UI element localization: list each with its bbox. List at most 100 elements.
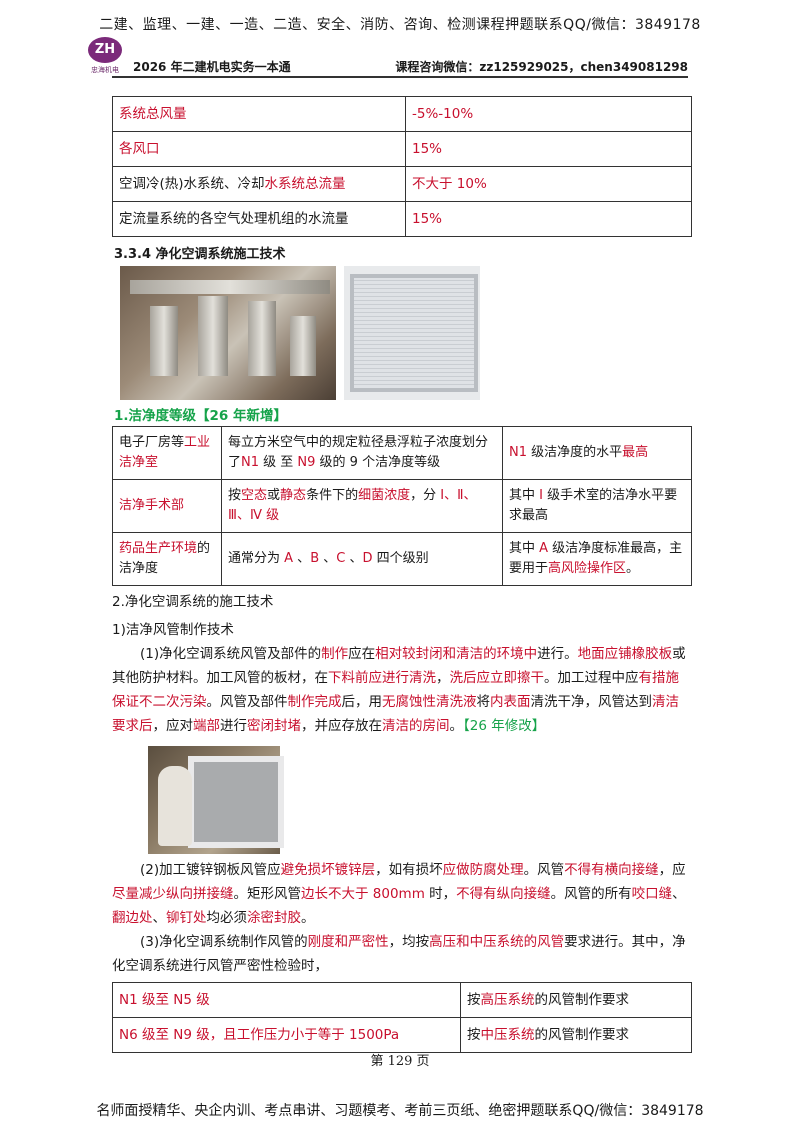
text-run: 系统总风量 [119,106,187,122]
text-run: ，并应存放在 [301,718,382,734]
text-run: 将 [476,694,491,710]
text-run: 。风管的所有 [550,886,632,902]
subsection-title-text: 1.洁净度等级 [114,408,197,424]
text-run: 相对较封闭和清洁的环境中 [375,646,538,662]
text-run: 水系统总流量 [264,176,346,192]
table-row: 定流量系统的各空气处理机组的水流量 15% [112,201,692,237]
text-run: 翻边处 [112,910,153,926]
text-run: C [336,551,346,566]
table-row: N1 级至 N5 级 按高压系统的风管制作要求 [112,982,692,1018]
table-cell: 其中 A 级洁净度标准最高，主要用于高风险操作区。 [502,532,692,586]
text-run: ，均按 [388,934,430,950]
table-cell: 不大于 10% [405,166,692,202]
table-cell: N1 级洁净度的水平最高 [502,426,692,480]
text-run: 。 [626,561,640,576]
text-run: N1 [241,455,260,470]
table-cell: 按中压系统的风管制作要求 [460,1017,692,1053]
text-run: 尽量减少纵向拼接缝 [112,886,234,902]
text-run: 空态 [241,488,268,503]
text-run: 。加工过程中应 [544,670,639,686]
text-run: -5%-10% [412,106,474,122]
text-run: 最高 [622,445,649,460]
text-run: (2)加工镀锌钢板风管应 [140,862,281,878]
text-run: N9 [297,455,316,470]
table-cell: 洁净手术部 [112,479,222,533]
text-run: 、 [319,551,337,566]
header-promo-line: 二建、监理、一建、一造、二造、安全、消防、咨询、检测课程押题联系QQ/微信：38… [99,17,701,33]
text-run: 药品生产环境 [119,541,198,556]
table-cell: 按高压系统的风管制作要求 [460,982,692,1018]
table-cell: 系统总风量 [112,96,406,132]
text-run: 的风管制作要求 [534,1027,630,1043]
table-row: 洁净手术部 按空态或静态条件下的细菌浓度，分 Ⅰ、Ⅱ、Ⅲ、Ⅳ 级 其中 Ⅰ 级手… [112,479,692,533]
text-run: N1 级至 N5 级 [119,992,210,1008]
text-run: 制作 [321,646,349,662]
text-run: 四个级别 [372,551,429,566]
text-run: 时， [424,886,457,902]
text-run: 制作完成 [287,694,342,710]
text-run: 通常分为 [228,551,285,566]
text-run: 内表面 [490,694,531,710]
text-run: 要求进行。其中，净化空调系统进行风管严密性检验时， [112,934,686,974]
text-run: ，应 [658,862,686,878]
text-run: 各风口 [119,141,160,157]
text-run: 电子厂房等 [119,435,185,450]
subsection-title: 1.洁净度等级【26 年新增】 [114,404,692,424]
text-run: 高压和中压系统的风管 [429,934,565,950]
text-run: 级的 9 个洁净度等级 [315,455,441,470]
text-run: ，分 [410,488,441,503]
text-run: 进行。 [537,646,578,662]
table-row: 电子厂房等工业洁净室 每立方米空气中的规定粒径悬浮粒子浓度划分了N1 级 至 N… [112,426,692,480]
text-run: 洁净手术部 [119,498,185,513]
text-run: 条件下的 [306,488,359,503]
text-run: 咬口缝 [631,886,673,902]
text-run: 边长不大于 800mm [301,886,425,902]
table-cell: 按空态或静态条件下的细菌浓度，分 Ⅰ、Ⅱ、Ⅲ、Ⅳ 级 [221,479,503,533]
text-run: 、 [345,551,363,566]
text-run: ， [436,670,450,686]
table-cell: 药品生产环境的洁净度 [112,532,222,586]
text-run: A [284,551,294,566]
text-run: 不大于 10% [412,176,487,192]
contact-info: 课程咨询微信：zz125929025，chen349081298 [395,60,688,74]
text-run: 进行 [220,718,247,734]
paragraph: (2)加工镀锌钢板风管应避免损坏镀锌层，如有损坏应做防腐处理。风管不得有横向接缝… [112,858,692,930]
new-tag: 【26 年新增】 [196,408,288,424]
text-run: 细菌浓度 [358,488,411,503]
text-run: 。 [449,718,464,734]
text-run: N1 [509,445,527,460]
text-run: 15% [412,211,443,227]
table-cell: 各风口 [112,131,406,167]
cleanliness-grade-table: 电子厂房等工业洁净室 每立方米空气中的规定粒径悬浮粒子浓度划分了N1 级 至 N… [112,426,692,586]
table-row: 系统总风量 -5%-10% [112,96,692,132]
text-run: 铆钉处 [166,910,207,926]
table-cell: 定流量系统的各空气处理机组的水流量 [112,201,406,237]
text-run: (3)净化空调系统制作风管的 [140,934,308,950]
text-run: 清洁要求后 [112,694,679,734]
text-run: 。风管 [523,862,565,878]
table-row: 药品生产环境的洁净度 通常分为 A 、B 、C 、D 四个级别 其中 A 级洁净… [112,532,692,586]
text-run: 或其他防护材料。加工风管的板材，在 [112,646,686,686]
text-run: 按 [467,1027,481,1043]
text-run: 后，用 [341,694,383,710]
text-run: 涂密封胶 [247,910,301,926]
text-run: 洗后应立即擦干 [449,670,545,686]
text-run: 其中 [509,488,540,503]
text-run: 不得有横向接缝 [564,862,659,878]
subsection-heading: 1)洁净风管制作技术 [112,622,234,638]
table-cell: N6 级至 N9 级，且工作压力小于等于 1500Pa [112,1017,461,1053]
text-run: 按 [228,488,242,503]
text-run: A [539,541,549,556]
text-run: 避免损坏镀锌层 [280,862,376,878]
text-run: 或 [267,488,281,503]
text-run: 每立方米空气中的规定粒径悬浮粒子浓度划分了 [228,435,489,470]
text-run: 端部 [193,718,220,734]
publisher-logo: ZH 忠海机电 [80,37,130,77]
cleanroom-ductwork-photo [120,266,336,400]
text-run: Ⅰ [539,488,543,503]
text-run: 定流量系统的各空气处理机组的水流量 [119,211,349,227]
text-run: 的洁净度 [119,541,211,576]
